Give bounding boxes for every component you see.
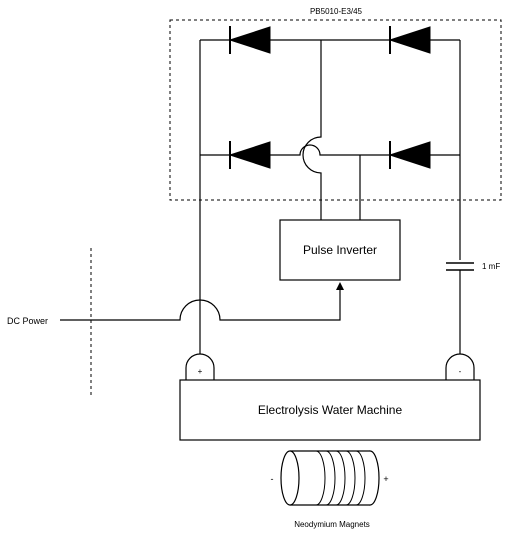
pulse-inverter-box (279, 219, 401, 281)
dc-power-label: DC Power (7, 316, 48, 326)
diode-top-right (388, 26, 431, 54)
dc-power-wire (60, 288, 341, 321)
electrolysis-machine-label: Electrolysis Water Machine (258, 403, 403, 417)
positive-terminal-label: + (198, 367, 203, 376)
bridge-mid-wire (200, 144, 460, 156)
diode-mid-right (388, 141, 431, 169)
negative-terminal-label: - (459, 367, 462, 376)
neodymium-magnet (280, 450, 380, 506)
pulse-inverter-label: Pulse Inverter (303, 243, 377, 257)
bridge-center-lead (302, 40, 322, 220)
rectifier-label: PB5010-E3/45 (310, 7, 363, 16)
rectifier-enclosure (169, 19, 502, 201)
capacitor (446, 262, 474, 271)
diode-top-left (228, 26, 271, 54)
positive-terminal (185, 353, 215, 380)
electrolysis-machine-box (179, 379, 481, 441)
capacitor-label: 1 mF (482, 262, 500, 271)
magnet-label: Neodymium Magnets (294, 520, 370, 529)
diode-mid-left (228, 141, 271, 169)
inverter-input-arrow (336, 282, 344, 290)
negative-terminal (445, 353, 475, 380)
magnet-minus-label: - (271, 474, 274, 484)
magnet-plus-label: + (383, 474, 388, 484)
